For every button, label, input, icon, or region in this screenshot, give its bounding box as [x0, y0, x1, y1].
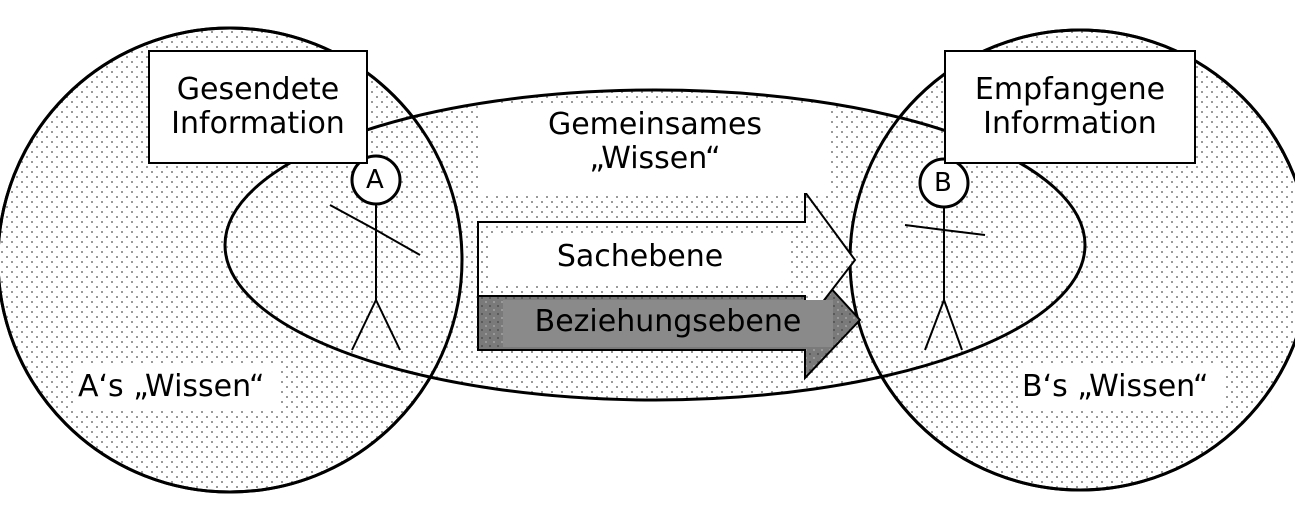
common-knowledge-line1: Gemeinsames: [547, 107, 763, 142]
person-a-knowledge-label: A‘s „Wissen“: [78, 369, 265, 404]
person-b-knowledge-label: B‘s „Wissen“: [1022, 369, 1209, 404]
received-information-box: Empfangene Information: [944, 50, 1196, 164]
factual-level-label: Sachebene: [556, 239, 724, 274]
sent-information-line1: Gesendete: [176, 72, 340, 108]
person-a-figure: [329, 154, 421, 351]
factual-level-label-bg: [490, 235, 790, 283]
person-a-letter: A: [366, 165, 384, 195]
received-information-line1: Empfangene: [974, 72, 1166, 108]
relationship-level-label-bg: [503, 300, 833, 347]
person-b-knowledge-label-bg: [1020, 365, 1225, 410]
person-b-figure: [904, 157, 986, 351]
common-knowledge-label: Gemeinsames „Wissen“: [480, 108, 830, 175]
sent-information-line2: Information: [171, 106, 345, 141]
person-b-letter: B: [934, 168, 952, 198]
received-information-line2: Information: [983, 106, 1157, 141]
relationship-level-label: Beziehungsebene: [534, 304, 802, 339]
sent-information-box: Gesendete Information: [148, 50, 368, 164]
common-knowledge-label-bg: [480, 105, 830, 193]
person-a-circle-outline: [0, 26, 464, 494]
common-knowledge-line2: „Wissen“: [589, 140, 721, 176]
person-a-knowledge-label-bg: [75, 365, 280, 410]
